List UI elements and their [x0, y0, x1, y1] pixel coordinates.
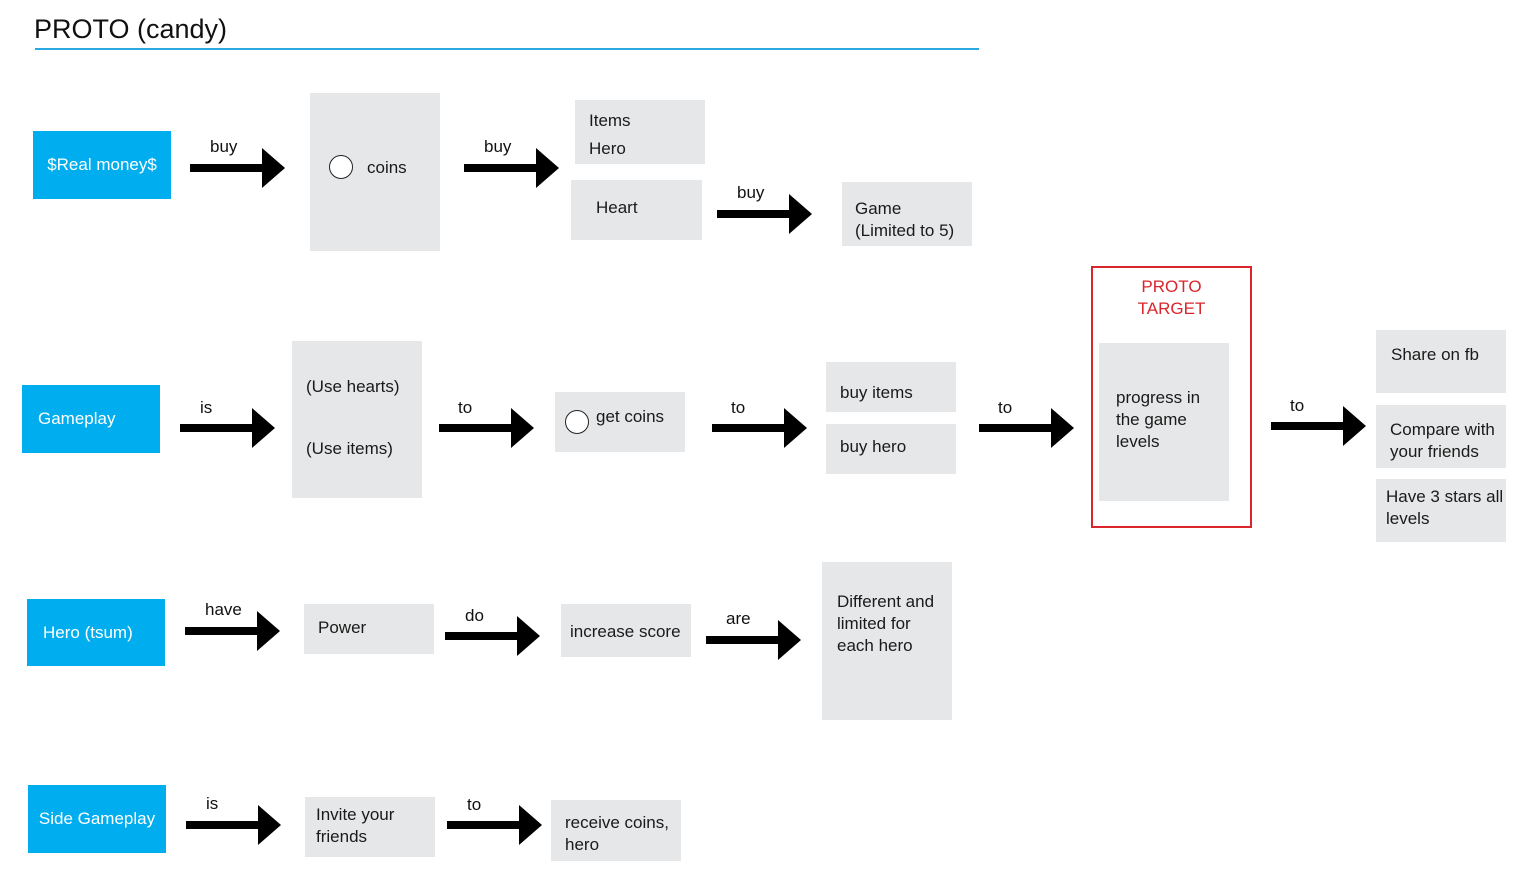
buy-items-node: buy items	[826, 362, 956, 412]
arrow-icon	[445, 616, 541, 656]
arrow-icon	[190, 148, 286, 188]
proto-target-frame: PROTO TARGET	[1091, 266, 1252, 528]
game-label: Game	[855, 199, 902, 218]
get-coins-label: get coins	[596, 407, 665, 426]
power-label: Power	[318, 618, 367, 637]
different-line-1: Different and	[837, 592, 935, 611]
use-items-label: (Use items)	[306, 439, 393, 458]
compare-line-2: your friends	[1390, 442, 1479, 461]
edge-label-buy-1: buy	[210, 137, 238, 156]
receive-line-1: receive coins,	[565, 813, 669, 832]
title-underline	[35, 48, 979, 50]
edge-label-to-3: to	[998, 398, 1013, 417]
edge-label-to-2: to	[731, 398, 746, 417]
gameplay-label: Gameplay	[38, 409, 116, 428]
increase-score-node: increase score	[561, 604, 691, 657]
edge-label-is-side: is	[206, 794, 219, 813]
buy-hero-node: buy hero	[826, 424, 956, 474]
heart-node: Heart	[571, 180, 702, 240]
progress-node: progress in the game levels	[1099, 343, 1229, 501]
edge-label-buy-3: buy	[737, 183, 765, 202]
edge-label-do: do	[465, 606, 484, 625]
edge-label-is: is	[200, 398, 213, 417]
different-node: Different and limited for each hero	[822, 562, 952, 720]
different-line-2: limited for	[837, 614, 911, 633]
arrow-icon	[439, 408, 535, 448]
share-node: Share on fb	[1376, 330, 1506, 393]
arrow-icon	[1271, 406, 1367, 446]
proto-target-title-line-1: PROTO	[1141, 277, 1202, 296]
edge-label-have: have	[205, 600, 242, 619]
game-limit-label: (Limited to 5)	[855, 221, 955, 240]
power-node: Power	[304, 604, 434, 654]
buy-items-label: buy items	[840, 383, 913, 402]
progress-line-2: the game	[1116, 410, 1187, 429]
game-node: Game (Limited to 5)	[842, 182, 972, 246]
side-gameplay-node: Side Gameplay	[28, 785, 166, 853]
arrow-icon	[712, 408, 808, 448]
hero-tsum-node: Hero (tsum)	[27, 599, 165, 666]
share-label: Share on fb	[1391, 345, 1479, 364]
stars-line-2: levels	[1386, 509, 1430, 528]
stars-line-1: Have 3 stars all	[1386, 487, 1504, 506]
real-money-node: $Real money$	[33, 131, 171, 199]
arrow-icon	[979, 408, 1075, 448]
different-line-3: each hero	[837, 636, 913, 655]
items-label: Items	[589, 111, 631, 130]
invite-node: Invite your friends	[305, 797, 435, 857]
proto-target-title: PROTO TARGET	[1093, 276, 1250, 320]
stars-node: Have 3 stars all levels	[1376, 479, 1506, 542]
arrow-icon	[717, 194, 813, 234]
proto-target-title-line-2: TARGET	[1137, 299, 1206, 318]
heart-label: Heart	[596, 198, 638, 217]
diagram-title: PROTO (candy)	[34, 14, 228, 44]
arrow-icon	[706, 620, 802, 660]
hero-label: Hero	[589, 139, 626, 158]
edge-label-to-4: to	[1290, 396, 1305, 415]
arrow-icon	[185, 611, 281, 651]
progress-line-3: levels	[1116, 432, 1160, 451]
increase-score-label: increase score	[570, 622, 681, 641]
get-coins-node: get coins	[555, 392, 685, 452]
use-hearts-label: (Use hearts)	[306, 377, 400, 396]
edge-label-buy-2: buy	[484, 137, 512, 156]
arrow-icon	[464, 148, 560, 188]
edge-label-are: are	[726, 609, 751, 628]
arrow-icon	[180, 408, 276, 448]
real-money-label: $Real money$	[47, 155, 157, 174]
uses-node: (Use hearts) (Use items)	[292, 341, 422, 498]
arrow-icon	[447, 805, 543, 845]
edge-label-to-1: to	[458, 398, 473, 417]
buy-hero-label: buy hero	[840, 437, 907, 456]
receive-node: receive coins, hero	[551, 800, 681, 861]
coin-icon	[329, 155, 353, 179]
items-hero-node: Items Hero	[575, 100, 705, 164]
edge-label-to-side: to	[467, 795, 482, 814]
hero-tsum-label: Hero (tsum)	[43, 622, 133, 642]
compare-line-1: Compare with	[1390, 420, 1495, 439]
coin-icon	[565, 410, 589, 434]
gameplay-node: Gameplay	[22, 385, 160, 453]
receive-line-2: hero	[565, 835, 600, 854]
progress-line-1: progress in	[1116, 388, 1201, 407]
invite-line-1: Invite your	[316, 805, 395, 824]
side-gameplay-label: Side Gameplay	[38, 809, 156, 828]
arrow-icon	[186, 805, 282, 845]
coins-node: coins	[310, 93, 440, 251]
compare-node: Compare with your friends	[1376, 405, 1506, 468]
coins-label: coins	[367, 158, 407, 177]
invite-line-2: friends	[316, 827, 368, 846]
